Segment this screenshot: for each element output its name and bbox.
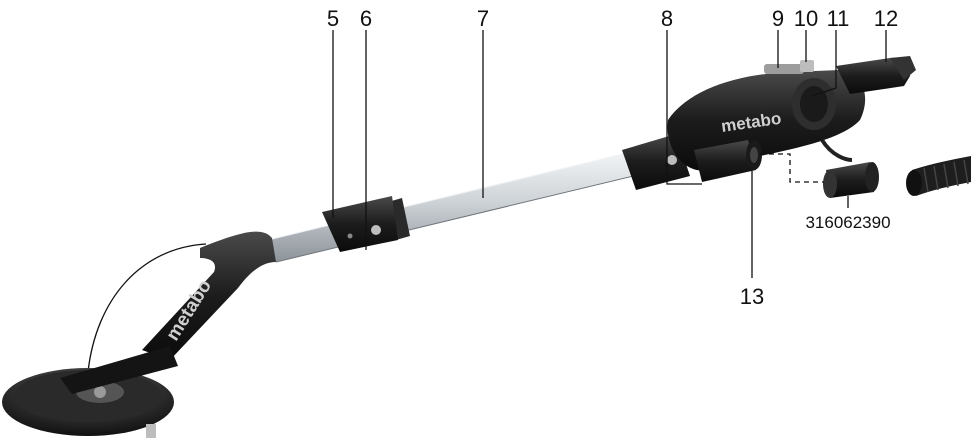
- callout-11: 11: [827, 6, 850, 31]
- callout-7: 7: [477, 6, 489, 31]
- leader-lines: [332, 30, 887, 278]
- power-cable: [87, 243, 207, 373]
- on-off-switch[interactable]: [764, 64, 804, 74]
- callout-8: 8: [661, 6, 673, 31]
- sander-arm: metabo: [142, 231, 276, 360]
- hose-adapter: [823, 162, 879, 198]
- callout-12: 12: [874, 6, 898, 31]
- callout-10: 10: [794, 6, 818, 31]
- callout-6: 6: [360, 6, 372, 31]
- clamp-lever[interactable]: [322, 196, 398, 252]
- speed-dial[interactable]: [800, 60, 814, 72]
- callout-9: 9: [772, 6, 784, 31]
- extraction-connector[interactable]: [694, 140, 762, 182]
- mains-cable: [820, 138, 853, 162]
- sanding-head: [2, 346, 178, 438]
- callout-13: 13: [740, 284, 764, 309]
- extraction-hose: [906, 156, 971, 196]
- accessory-part-number: 316062390: [805, 213, 890, 232]
- telescopic-tube: [267, 149, 651, 263]
- callout-5: 5: [327, 6, 339, 31]
- rear-handle[interactable]: [836, 56, 916, 94]
- connection-dashed-line: [760, 153, 824, 183]
